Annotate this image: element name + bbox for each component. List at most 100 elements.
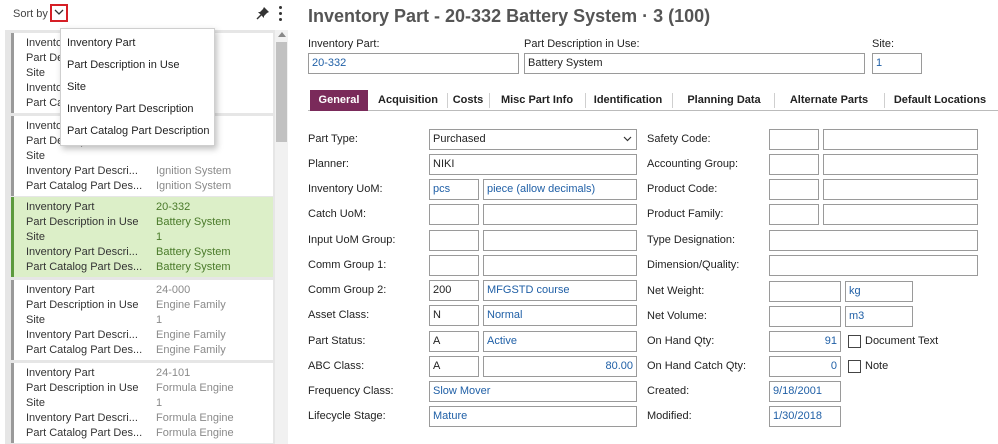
list-item-field-label: Site <box>26 397 45 409</box>
part-description-label: Part Description in Use: <box>524 38 640 50</box>
sort-option-part-catalog-description[interactable]: Part Catalog Part Description <box>67 125 210 137</box>
tab-default-locations[interactable]: Default Locations <box>893 94 987 106</box>
detail-panel: Inventory Part - 20-332 Battery System ·… <box>288 0 998 444</box>
frequency-class-field[interactable]: Slow Mover <box>429 381 637 402</box>
sort-option-inventory-part-description[interactable]: Inventory Part Description <box>67 103 194 115</box>
inventory-uom-code[interactable]: pcs <box>429 179 479 200</box>
product-family-desc[interactable] <box>823 204 978 225</box>
scroll-up-icon[interactable] <box>278 32 286 37</box>
list-item-field-value: Engine Family <box>156 329 226 341</box>
tab-misc-part-info[interactable]: Misc Part Info <box>500 94 574 106</box>
list-item-field-value: Formula Engine <box>156 427 234 439</box>
input-uom-group-code[interactable] <box>429 230 479 251</box>
part-type-select[interactable]: Purchased <box>429 129 637 150</box>
list-item-field-label: Site <box>26 231 45 243</box>
lifecycle-stage-field[interactable]: Mature <box>429 406 637 427</box>
list-item-field-label: Inventory Part <box>26 367 95 379</box>
net-weight-field[interactable] <box>769 281 841 302</box>
asset-class-code[interactable]: N <box>429 305 479 326</box>
created-field[interactable]: 9/18/2001 <box>769 381 841 402</box>
tab-bar: General Acquisition Costs Misc Part Info… <box>308 90 998 111</box>
net-volume-field[interactable] <box>769 306 841 327</box>
chevron-down-icon <box>623 136 632 142</box>
asset-class-label: Asset Class: <box>308 309 370 321</box>
pin-icon[interactable] <box>256 6 270 23</box>
product-code-desc[interactable] <box>823 179 978 200</box>
accounting-group-code[interactable] <box>769 154 819 175</box>
created-label: Created: <box>647 385 690 397</box>
list-item-field-value: Formula Engine <box>156 412 234 424</box>
input-uom-group-desc[interactable] <box>483 230 637 251</box>
tab-planning-data[interactable]: Planning Data <box>687 94 761 106</box>
document-text-checkbox[interactable] <box>848 335 861 348</box>
tab-general[interactable]: General <box>310 90 368 111</box>
inventory-part-field[interactable]: 20-332 <box>308 53 519 74</box>
sort-option-site[interactable]: Site <box>67 81 86 93</box>
net-weight-unit[interactable]: kg <box>845 281 913 302</box>
catch-uom-code[interactable] <box>429 204 479 225</box>
asset-class-desc[interactable]: Normal <box>483 305 637 326</box>
planner-field[interactable]: NIKI <box>429 154 637 175</box>
list-scrollbar[interactable] <box>275 30 288 444</box>
more-options-icon[interactable] <box>279 6 283 22</box>
list-item-field-label: Part Catalog Part Des... <box>26 261 143 273</box>
safety-code-desc[interactable] <box>823 129 978 150</box>
lifecycle-stage-label: Lifecycle Stage: <box>308 410 386 422</box>
sort-option-inventory-part[interactable]: Inventory Part <box>67 37 136 49</box>
comm-group-1-label: Comm Group 1: <box>308 259 387 271</box>
list-item-field-label: Site <box>26 314 45 326</box>
product-family-code[interactable] <box>769 204 819 225</box>
abc-class-label: ABC Class: <box>308 360 365 372</box>
abc-class-code[interactable]: A <box>429 356 479 377</box>
frequency-class-label: Frequency Class: <box>308 385 394 397</box>
list-item-field-label: Part Catalog Part Des... <box>26 344 143 356</box>
scroll-thumb[interactable] <box>276 42 287 142</box>
comm-group-2-label: Comm Group 2: <box>308 284 387 296</box>
part-description-field[interactable]: Battery System <box>524 53 865 74</box>
sort-dropdown-button[interactable] <box>50 4 68 22</box>
comm-group-2-code[interactable]: 200 <box>429 280 479 301</box>
chevron-down-icon <box>54 9 64 15</box>
comm-group-1-desc[interactable] <box>483 255 637 276</box>
on-hand-qty-field[interactable]: 91 <box>769 331 841 352</box>
on-hand-catch-qty-field[interactable]: 0 <box>769 356 841 377</box>
list-item-field-value: 1 <box>156 231 163 243</box>
tab-identification[interactable]: Identification <box>593 94 663 106</box>
list-item-field-value: Formula Engine <box>156 382 234 394</box>
catch-uom-desc[interactable] <box>483 204 637 225</box>
comm-group-2-desc[interactable]: MFGSTD course <box>483 280 637 301</box>
list-item-field-label: Part Description in Use <box>26 382 139 394</box>
comm-group-1-code[interactable] <box>429 255 479 276</box>
list-item-field-label: Part Description in Use <box>26 216 139 228</box>
note-checkbox[interactable] <box>848 360 861 373</box>
part-status-label: Part Status: <box>308 335 366 347</box>
type-designation-field[interactable] <box>769 230 978 251</box>
inventory-uom-desc[interactable]: piece (allow decimals) <box>483 179 637 200</box>
abc-class-percent[interactable]: 80.00 <box>483 356 637 377</box>
note-label: Note <box>865 360 889 372</box>
list-item-field-label: Inventory Part Descri... <box>26 165 138 177</box>
tab-acquisition[interactable]: Acquisition <box>378 94 438 106</box>
part-status-code[interactable]: A <box>429 331 479 352</box>
net-volume-unit[interactable]: m3 <box>845 306 913 327</box>
list-item-field-value: 24-000 <box>156 284 191 296</box>
product-code-code[interactable] <box>769 179 819 200</box>
product-code-label: Product Code: <box>647 183 718 195</box>
list-item-field-label: Inventory Part Descri... <box>26 246 138 258</box>
accounting-group-desc[interactable] <box>823 154 978 175</box>
product-family-label: Product Family: <box>647 208 724 220</box>
modified-field[interactable]: 1/30/2018 <box>769 406 841 427</box>
safety-code-code[interactable] <box>769 129 819 150</box>
part-status-desc[interactable]: Active <box>483 331 637 352</box>
input-uom-group-label: Input UoM Group: <box>308 234 396 246</box>
catch-uom-label: Catch UoM: <box>308 208 367 220</box>
tab-costs[interactable]: Costs <box>452 94 484 106</box>
site-field[interactable]: 1 <box>872 53 922 74</box>
list-item-field-label: Inventory Part <box>26 201 95 213</box>
sort-option-part-description[interactable]: Part Description in Use <box>67 59 180 71</box>
tab-alternate-parts[interactable]: Alternate Parts <box>789 94 869 106</box>
dimension-quality-field[interactable] <box>769 255 978 276</box>
